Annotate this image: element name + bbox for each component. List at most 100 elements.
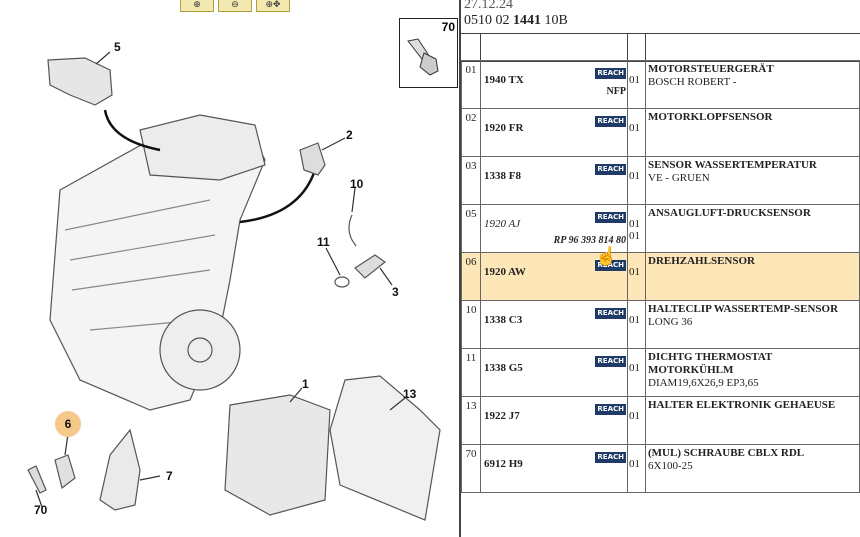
part-subreference: NFP <box>606 86 626 97</box>
row-quantity: 01 <box>629 74 640 86</box>
row-reference[interactable]: 1338 G5 REACH <box>480 348 628 397</box>
part-reference[interactable]: 1922 J7 <box>484 410 520 422</box>
row-quantity: 01 <box>629 458 640 470</box>
part-name: MOTORKLOPFSENSOR <box>648 111 773 123</box>
part-name: HALTER ELEKTRONIK GEHAEUSE <box>648 399 836 411</box>
bracket-part <box>329 375 441 521</box>
row-quantity-cell: 01 <box>627 108 646 157</box>
hand-pointer-icon: ☝ <box>595 246 618 266</box>
zoom-in-icon[interactable]: ⊕ <box>180 0 214 12</box>
reach-badge[interactable]: REACH <box>595 404 626 415</box>
part-name: HALTECLIP WASSERTEMP-SENSOR <box>648 303 839 315</box>
row-reference[interactable]: 1940 TX REACH NFP <box>480 60 628 109</box>
code-bold: 1441 <box>513 13 541 28</box>
row-index: 06 <box>461 252 481 301</box>
zoom-out-icon[interactable]: ⊖ <box>218 0 252 12</box>
row-reference[interactable]: 1920 AJ REACH RP 96 393 814 80 <box>480 204 628 253</box>
part-subreference: RP 96 393 814 80 <box>553 235 626 246</box>
screw-inset-icon <box>407 38 439 76</box>
part-reference[interactable]: 1920 AW <box>484 266 526 278</box>
part-reference[interactable]: 6912 H9 <box>484 458 523 470</box>
part-reference[interactable]: 1920 AJ <box>484 218 521 230</box>
callout-13[interactable]: 13 <box>403 387 417 401</box>
reach-badge[interactable]: REACH <box>595 452 626 463</box>
row-description: MOTORKLOPFSENSOR <box>645 108 860 157</box>
screw-inset[interactable]: 70 <box>399 18 458 88</box>
zoom-fit-icon[interactable]: ⊕✥ <box>256 0 290 12</box>
part-detail: DIAM19,6X26,9 EP3,65 <box>648 377 759 389</box>
row-description: HALTER ELEKTRONIK GEHAEUSE <box>645 396 860 445</box>
reach-badge[interactable]: REACH <box>595 308 626 319</box>
row-quantity: 01 <box>629 410 640 422</box>
screw-part <box>27 465 47 494</box>
ecu-part <box>224 394 331 516</box>
callout-2[interactable]: 2 <box>346 128 353 142</box>
callout-10[interactable]: 10 <box>350 177 364 191</box>
callout-11[interactable]: 11 <box>317 235 330 249</box>
catalog-date: 27.12.24 <box>464 0 513 12</box>
inset-number: 70 <box>441 20 455 34</box>
row-index: 02 <box>461 108 481 157</box>
part-name: DREHZAHLSENSOR <box>648 255 755 267</box>
part-reference[interactable]: 1338 G5 <box>484 362 523 374</box>
clip-part <box>348 214 357 247</box>
callout-6-selected[interactable]: 6 <box>55 411 81 437</box>
part-reference[interactable]: 1338 F8 <box>484 170 521 182</box>
part-reference[interactable]: 1940 TX <box>484 74 524 86</box>
reach-badge[interactable]: REACH <box>595 260 626 271</box>
row-quantity-cell: 01 <box>627 60 646 109</box>
callout-3[interactable]: 3 <box>392 285 399 299</box>
callout-70[interactable]: 70 <box>34 503 48 517</box>
part-name: (MUL) SCHRAUBE CBLX RDL <box>648 447 805 459</box>
part-reference[interactable]: 1920 FR <box>484 122 524 134</box>
reach-badge[interactable]: REACH <box>595 116 626 127</box>
knock-sensor-part <box>299 142 326 176</box>
row-quantity: 01 <box>629 218 640 230</box>
row-quantity: 01 <box>629 170 640 182</box>
row-quantity: 01 <box>629 230 640 242</box>
reach-badge[interactable]: REACH <box>595 212 626 223</box>
row-index: 03 <box>461 156 481 205</box>
row-quantity-cell: 01 <box>627 444 646 493</box>
callout-7[interactable]: 7 <box>166 469 173 483</box>
row-reference[interactable]: 6912 H9 REACH <box>480 444 628 493</box>
reach-badge[interactable]: REACH <box>595 356 626 367</box>
row-description: ANSAUGLUFT-DRUCKSENSOR <box>645 204 860 253</box>
row-quantity-cell: 01 <box>627 300 646 349</box>
row-index: 10 <box>461 300 481 349</box>
row-reference[interactable]: 1338 C3 REACH <box>480 300 628 349</box>
reach-badge[interactable]: REACH <box>595 164 626 175</box>
code-suffix: 10B <box>544 13 568 28</box>
code-prefix: 0510 02 <box>464 13 510 28</box>
part-reference[interactable]: 1338 C3 <box>484 314 523 326</box>
row-reference[interactable]: 1922 J7 REACH <box>480 396 628 445</box>
row-reference[interactable]: 1338 F8 REACH <box>480 156 628 205</box>
table-header-row <box>461 33 860 62</box>
row-reference[interactable]: 1920 AW REACH <box>480 252 628 301</box>
row-description: DREHZAHLSENSOR <box>645 252 860 301</box>
reach-badge[interactable]: REACH <box>595 68 626 79</box>
row-reference[interactable]: 1920 FR REACH <box>480 108 628 157</box>
callout-1[interactable]: 1 <box>302 377 309 391</box>
temp-sensor-part <box>354 254 387 279</box>
parts-diagram[interactable]: ⊕ ⊖ ⊕✥ <box>0 0 461 537</box>
part-name: SENSOR WASSERTEMPERATUR <box>648 159 817 171</box>
seal-part <box>334 276 350 288</box>
callout-5[interactable]: 5 <box>114 40 121 54</box>
row-quantity: 01 <box>629 314 640 326</box>
row-quantity-cell: 01 <box>627 396 646 445</box>
